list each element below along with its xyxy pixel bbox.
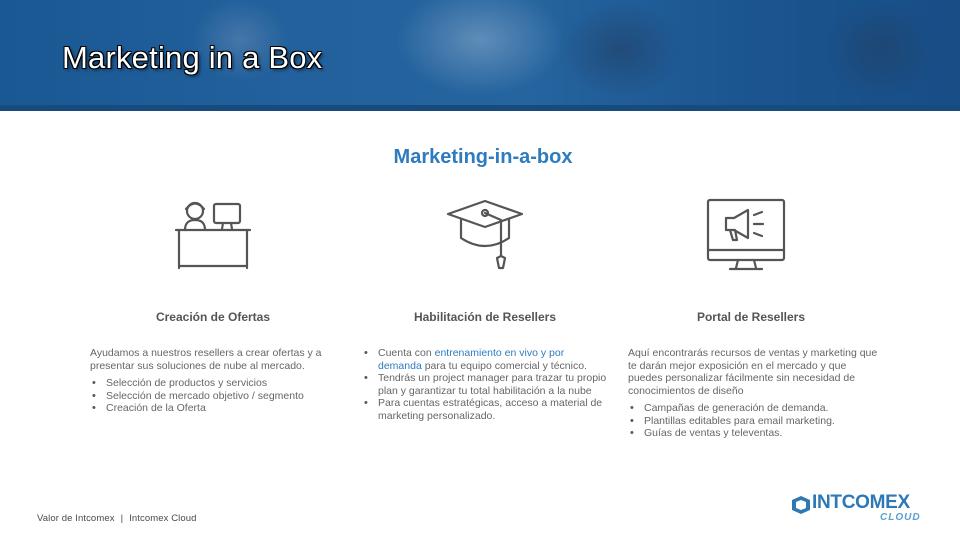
column-title: Habilitación de Resellers	[413, 310, 557, 324]
bullet-list: Campañas de generación de demanda. Plant…	[628, 402, 878, 440]
list-item-text: Cuenta con	[378, 347, 435, 359]
column-intro: Aquí encontrarás recursos de ventas y ma…	[628, 347, 878, 397]
column-title: Portal de Resellers	[696, 310, 806, 324]
header-banner: Marketing in a Box	[0, 0, 960, 111]
bullet-list: Selección de productos y servicios Selec…	[90, 377, 340, 415]
banner-photo-overlay	[0, 0, 960, 111]
list-item: Tendrás un project manager para trazar t…	[364, 372, 610, 397]
column-body: Aquí encontrarás recursos de ventas y ma…	[628, 347, 878, 440]
column-creacion-ofertas: Creación de Ofertas Ayudamos a nuestros …	[88, 196, 338, 414]
column-body: Cuenta con entrenamiento en vivo y por d…	[362, 347, 610, 422]
column-portal-resellers: Portal de Resellers Aquí encontrarás rec…	[626, 196, 877, 439]
graduation-cap-icon	[445, 196, 525, 276]
highlight-text: entrenamiento en vivo y por demanda	[378, 347, 565, 372]
footer-caption: Valor de Intcomex | Intcomex Cloud	[37, 513, 197, 524]
logo-subtext: CLOUD	[880, 512, 921, 523]
list-item-text: para tu equipo comercial y técnico.	[421, 359, 587, 372]
column-title: Creación de Ofertas	[155, 310, 271, 324]
logo-text: INTCOMEX	[812, 492, 910, 513]
list-item: Plantillas editables para email marketin…	[630, 415, 878, 428]
footer-text-valor: Valor de Intcomex	[37, 513, 115, 524]
helpdesk-person-icon	[173, 196, 253, 276]
list-item: Selección de mercado objetivo / segmento	[92, 390, 340, 403]
list-item: Campañas de generación de demanda.	[630, 402, 878, 415]
list-item: Creación de la Oferta	[92, 402, 340, 415]
intcomex-cloud-logo: INTCOMEX CLOUD	[790, 490, 930, 526]
list-item: Para cuentas estratégicas, acceso a mate…	[364, 397, 610, 422]
bullet-list: Cuenta con entrenamiento en vivo y por d…	[362, 347, 610, 422]
column-body: Ayudamos a nuestros resellers a crear of…	[90, 347, 340, 415]
list-item: Selección de productos y servicios	[92, 377, 340, 390]
footer-separator: |	[120, 513, 124, 524]
slide-title: Marketing in a Box	[62, 40, 323, 75]
list-item: Guías de ventas y televentas.	[630, 427, 878, 440]
monitor-megaphone-icon	[704, 196, 788, 276]
column-intro: Ayudamos a nuestros resellers a crear of…	[90, 347, 322, 372]
footer-text-cloud: Intcomex Cloud	[129, 513, 197, 524]
column-habilitacion-resellers: Habilitación de Resellers Cuenta con ent…	[360, 196, 610, 422]
banner-bottom-edge	[0, 105, 960, 111]
list-item: Cuenta con entrenamiento en vivo y por d…	[364, 347, 610, 372]
section-title: Marketing-in-a-box	[393, 146, 573, 168]
logo-mark-icon	[792, 496, 810, 514]
